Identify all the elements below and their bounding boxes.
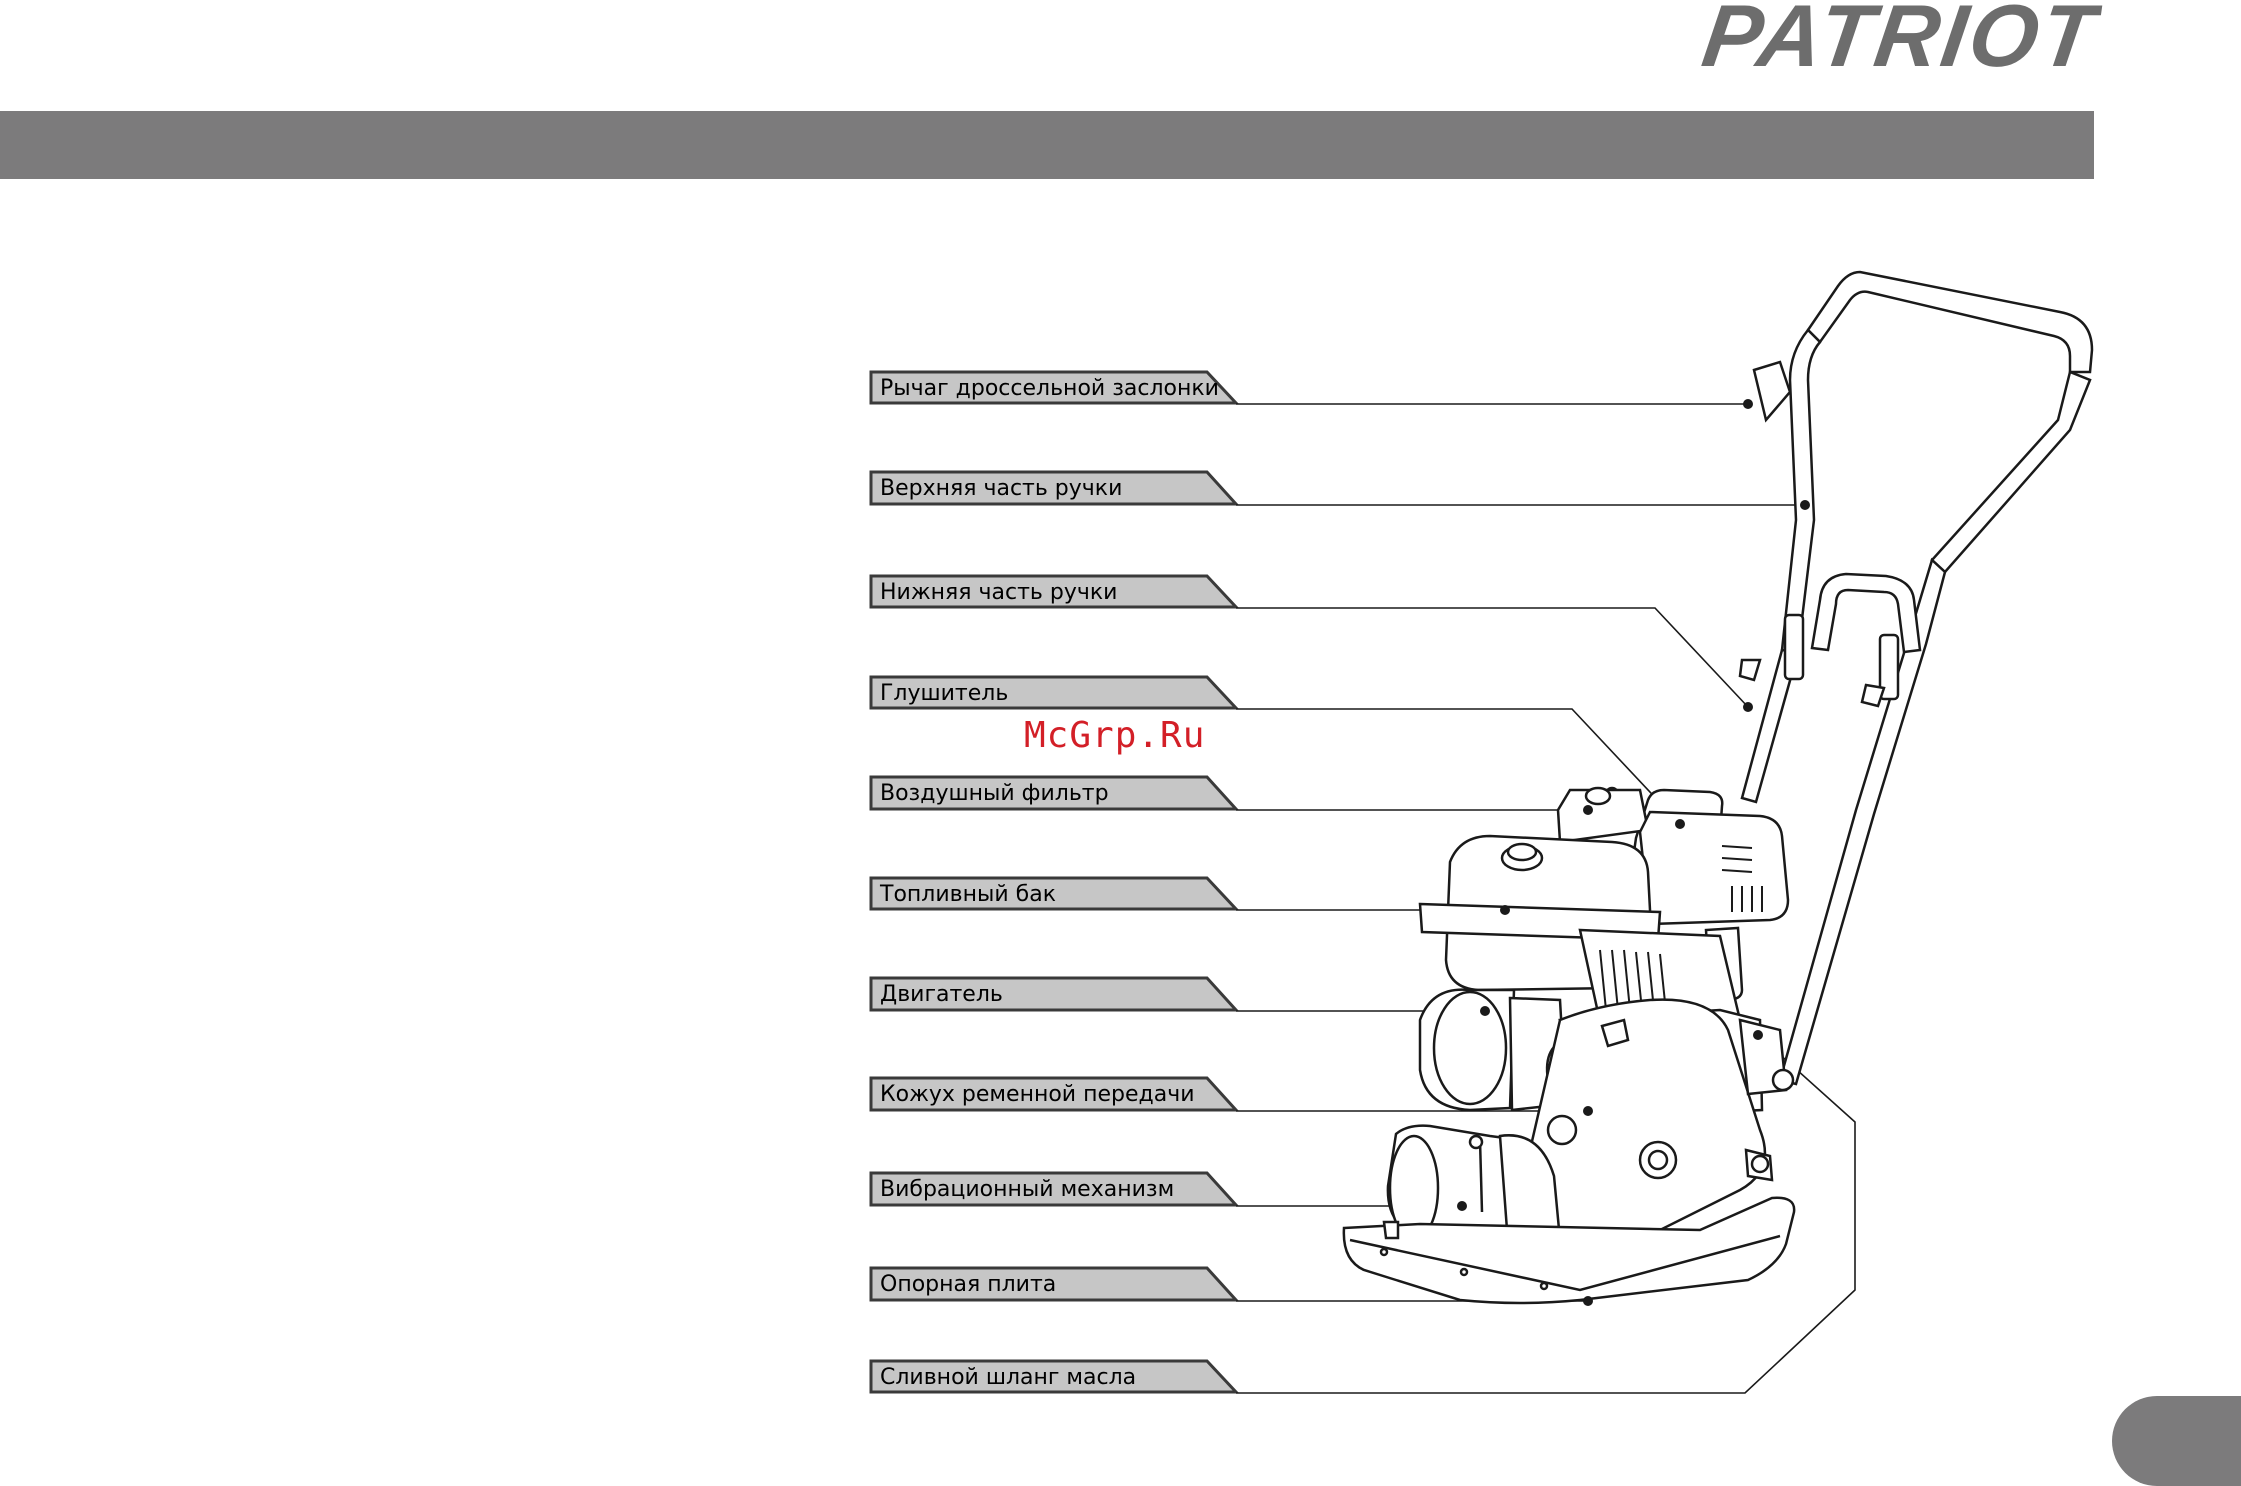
label-air-filter: Воздушный фильтр: [872, 778, 1236, 808]
handle-frame: [1740, 272, 2092, 1084]
watermark: McGrp.Ru: [1024, 714, 1284, 758]
label-lower-handle: Нижняя часть ручки: [872, 577, 1236, 607]
label-belt-cover: Кожух ременной передачи: [872, 1079, 1236, 1109]
label-vibration-mechanism: Вибрационный механизм: [872, 1174, 1236, 1204]
label-engine: Двигатель: [872, 979, 1236, 1009]
label-base-plate: Опорная плита: [872, 1269, 1236, 1299]
label-oil-drain-hose: Сливной шланг масла: [872, 1362, 1236, 1392]
label-upper-handle: Верхняя часть ручки: [872, 473, 1236, 503]
label-throttle-lever: Рычаг дроссельной заслонки: [872, 373, 1236, 403]
label-fuel-tank: Топливный бак: [872, 879, 1236, 909]
label-muffler: Глушитель: [872, 678, 1236, 708]
